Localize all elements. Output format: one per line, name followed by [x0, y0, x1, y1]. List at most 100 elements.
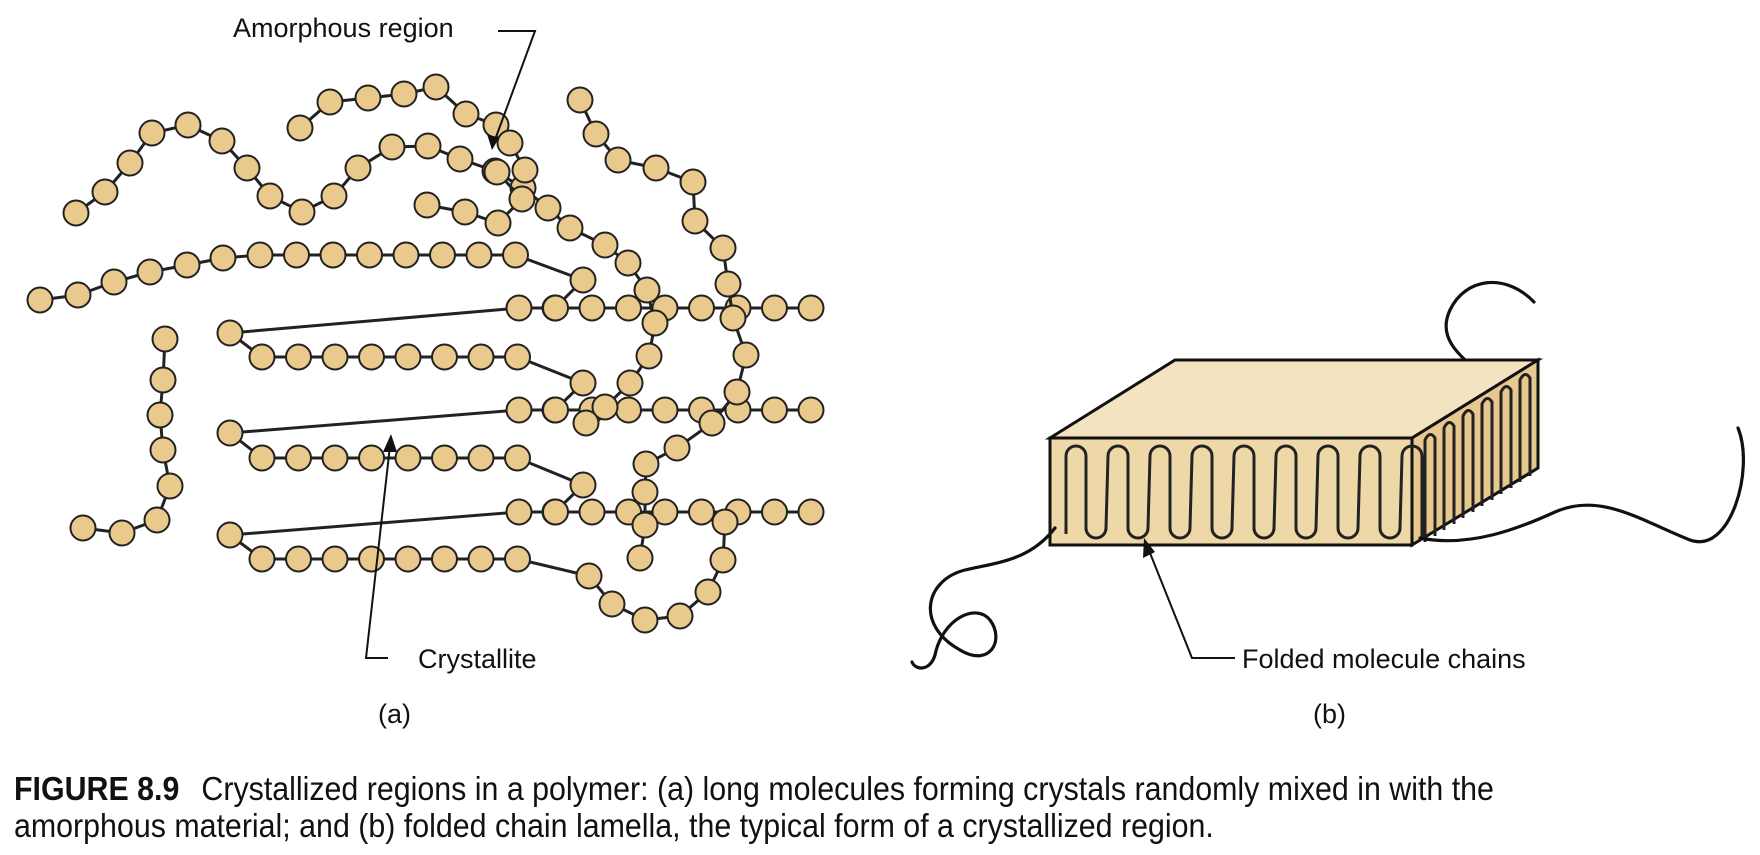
monomer-bead [534, 194, 562, 222]
monomer-bead [256, 182, 284, 210]
monomer-bead [467, 444, 495, 472]
monomer-bead [283, 241, 310, 269]
figure-number: FIGURE 8.9 [14, 770, 180, 807]
monomer-bead [542, 498, 569, 526]
monomer-bead [354, 84, 382, 112]
monomer-bead [100, 268, 128, 296]
monomer-bead [591, 393, 619, 421]
monomer-bead [452, 100, 480, 128]
monomer-bead [248, 343, 276, 371]
panel-b-label: (b) [1313, 699, 1346, 729]
crystallite-chain [26, 241, 825, 634]
monomer-bead [631, 478, 659, 506]
monomer-bead [26, 286, 54, 314]
monomer-bead [151, 325, 179, 353]
monomer-bead [688, 294, 715, 322]
lamella-tail-left [910, 526, 1057, 670]
monomer-bead [709, 234, 737, 262]
monomer-bead [632, 450, 660, 478]
monomer-bead [688, 498, 715, 526]
monomer-bead [451, 198, 479, 226]
monomer-bead [465, 241, 493, 269]
monomer-bead [390, 80, 418, 108]
monomer-bead [108, 519, 136, 547]
monomer-bead [604, 146, 632, 174]
monomer-bead [496, 129, 524, 157]
monomer-bead [761, 396, 788, 424]
monomer-bead [614, 249, 642, 277]
monomer-bead [711, 508, 739, 536]
monomer-bead [569, 471, 597, 499]
monomer-bead [358, 545, 385, 573]
monomer-bead [91, 178, 119, 206]
monomer-bead [615, 294, 642, 322]
monomer-bead [209, 244, 237, 272]
monomer-bead [719, 304, 747, 332]
monomer-bead [146, 401, 174, 429]
monomer-bead [431, 343, 458, 371]
side-fold [1423, 433, 1437, 542]
monomer-bead [483, 158, 511, 186]
monomer-bead [681, 207, 709, 235]
monomer-bead [116, 149, 144, 177]
monomer-bead [64, 281, 92, 309]
monomer-bead [174, 111, 202, 139]
monomer-bead [797, 294, 825, 322]
monomer-bead [575, 562, 603, 590]
monomer-bead [566, 86, 594, 114]
panel-a-label: (a) [378, 699, 411, 729]
monomer-bead [136, 258, 164, 286]
monomer-bead [505, 396, 533, 424]
monomer-bead [143, 506, 171, 534]
monomer-bead [248, 444, 276, 472]
monomer-bead [542, 294, 569, 322]
monomer-bead [502, 241, 529, 269]
monomer-bead [316, 88, 344, 116]
monomer-bead [319, 241, 347, 269]
monomer-bead [320, 182, 348, 210]
monomer-bead [714, 270, 742, 298]
monomer-bead [651, 396, 679, 424]
monomer-bead [394, 343, 422, 371]
monomer-bead [344, 154, 372, 182]
monomer-bead [321, 444, 349, 472]
monomer-bead [578, 498, 606, 526]
monomer-bead [797, 396, 825, 424]
monomer-bead [321, 545, 349, 573]
monomer-bead [149, 436, 177, 464]
monomer-bead [761, 498, 788, 526]
monomer-bead [511, 156, 539, 184]
monomer-bead [508, 185, 536, 213]
amorphous-region-label: Amorphous region [233, 13, 454, 43]
monomer-bead [429, 241, 456, 269]
monomer-bead [69, 514, 97, 542]
monomer-bead [651, 498, 679, 526]
monomer-bead [679, 168, 707, 196]
lamella-tail-right [1418, 426, 1746, 544]
amorphous-chain-right [566, 86, 760, 572]
side-fold [1480, 397, 1494, 506]
monomer-bead [709, 546, 737, 574]
monomer-bead [286, 114, 314, 142]
side-fold [1518, 373, 1532, 482]
folded-molecule-chains-label: Folded molecule chains [1242, 644, 1526, 674]
monomer-bead [149, 366, 177, 394]
monomer-bead [633, 276, 661, 304]
monomer-bead [156, 472, 184, 500]
monomer-bead [694, 578, 722, 606]
monomer-bead [467, 545, 495, 573]
monomer-bead [285, 545, 312, 573]
monomer-bead [504, 545, 531, 573]
folded-chain-side [1423, 373, 1532, 542]
monomer-bead [413, 191, 441, 219]
monomer-bead [616, 369, 644, 397]
monomer-bead [723, 378, 751, 406]
monomer-bead [467, 343, 495, 371]
crystallite-leader-line [364, 445, 391, 659]
monomer-bead [288, 198, 316, 226]
monomer-bead [582, 120, 610, 148]
monomer-bead [542, 396, 569, 424]
monomer-bead [663, 434, 691, 462]
monomer-bead [216, 319, 244, 347]
